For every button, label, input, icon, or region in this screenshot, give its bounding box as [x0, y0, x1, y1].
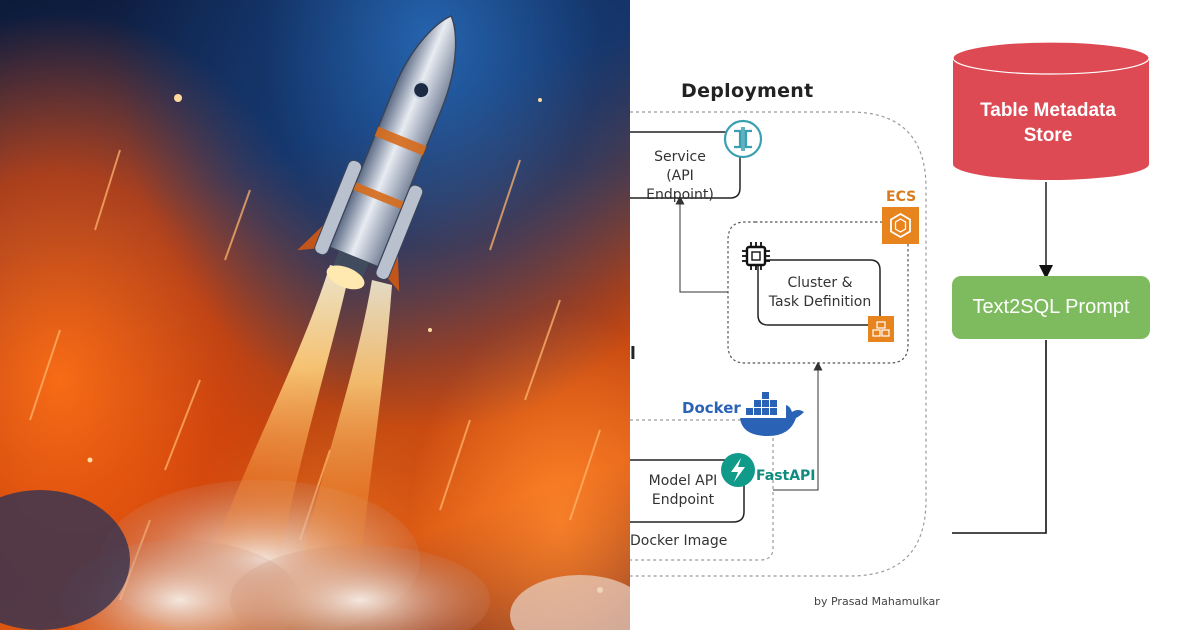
arrow-cluster-to-service — [675, 195, 728, 293]
service-label: Service (API Endpoint) — [632, 148, 728, 205]
api-gateway-icon — [723, 119, 763, 159]
ecs-container — [727, 221, 909, 364]
service-label-line2: (API Endpoint) — [646, 168, 714, 203]
ecs-icon — [882, 207, 919, 244]
metadata-store-label-line2: Store — [1023, 125, 1073, 146]
cluster-label-line2: Task Definition — [768, 294, 872, 310]
rocket-body — [297, 14, 457, 292]
model-label-line1: Model API — [648, 473, 718, 489]
fastapi-label: FastAPI — [756, 468, 816, 484]
exhaust-plumes — [210, 265, 392, 570]
text2sql-prompt-label: Text2SQL Prompt — [972, 296, 1130, 318]
author-credit: by Prasad Mahamulkar — [814, 595, 940, 608]
cluster-label: Cluster & Task Definition — [758, 274, 882, 312]
metadata-store-cylinder — [952, 41, 1150, 180]
model-label: Model API Endpoint — [634, 472, 732, 510]
model-label-line2: Endpoint — [651, 492, 715, 508]
fastapi-icon — [721, 453, 755, 487]
docker-whale-icon — [740, 392, 804, 436]
cluster-label-line1: Cluster & — [787, 275, 853, 291]
chip-icon — [742, 242, 770, 270]
metadata-store-label-line1: Table Metadata — [980, 100, 1116, 121]
diagram-wires — [630, 41, 1150, 577]
service-label-line1: Service — [654, 149, 706, 165]
metadata-store-label: Table Metadata Store — [948, 98, 1148, 148]
arrow-docker-to-ecs — [773, 361, 823, 491]
docker-label: Docker — [682, 399, 741, 417]
smoke-clouds — [0, 480, 630, 630]
deployment-title: Deployment — [681, 80, 814, 102]
fargate-icon — [868, 316, 894, 342]
architecture-diagram: Deployment Service (API Endpoint) ECS Cl… — [630, 0, 1200, 630]
docker-image-label: Docker Image — [630, 533, 728, 549]
deployment-container — [630, 111, 927, 577]
text2sql-prompt-box: Text2SQL Prompt — [952, 276, 1150, 339]
ecs-label: ECS — [886, 189, 917, 205]
rocket-illustration-svg — [0, 14, 630, 630]
connector-prompt-out — [952, 340, 1047, 534]
rocket-illustration — [0, 0, 630, 630]
truncated-label: l — [630, 344, 636, 364]
